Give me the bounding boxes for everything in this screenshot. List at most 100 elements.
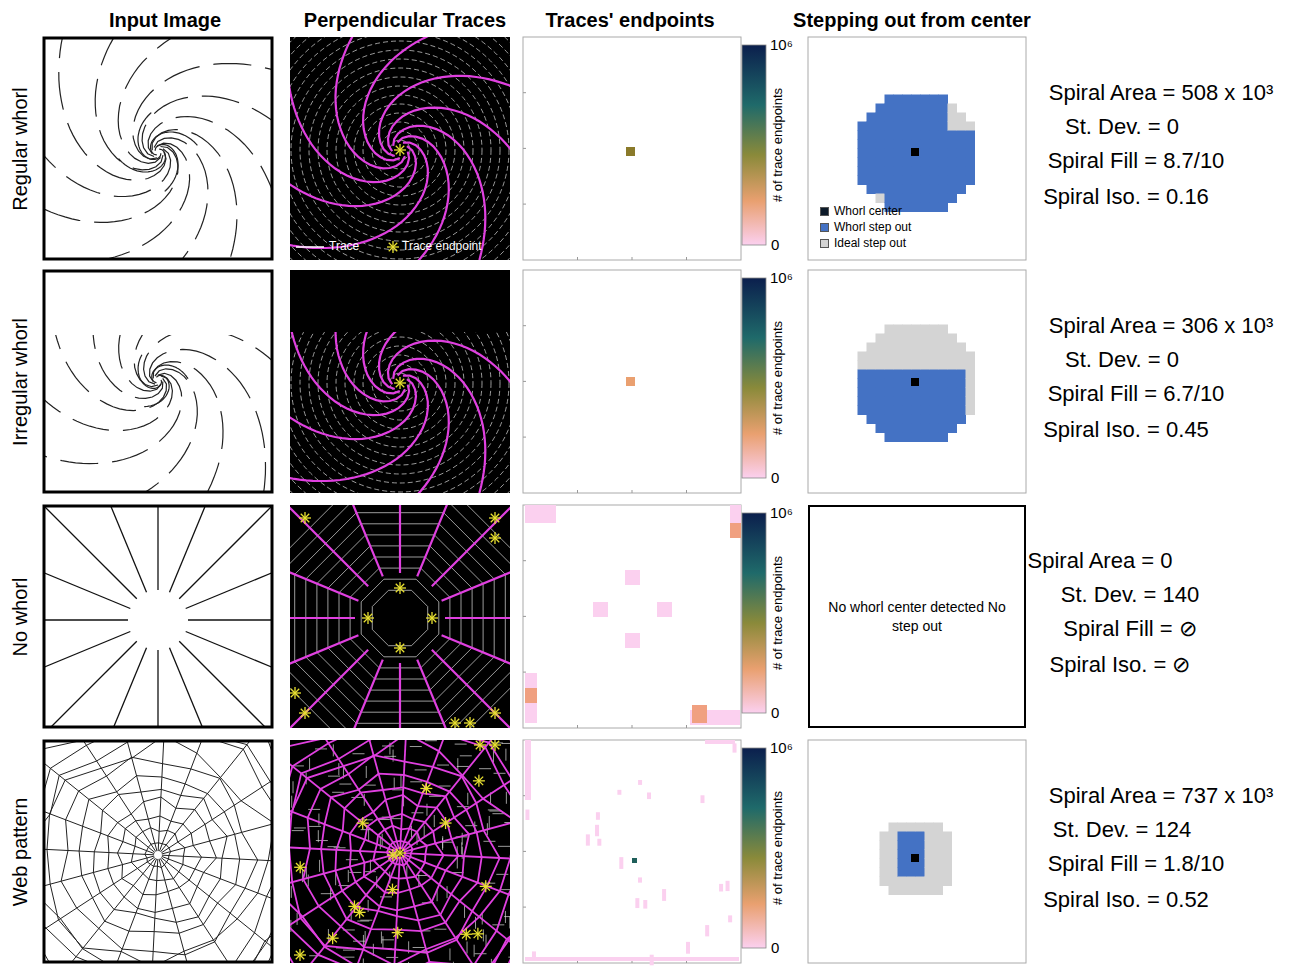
ideal-step-out [903, 343, 913, 353]
input-border [44, 741, 272, 962]
spiral-arm [89, 362, 223, 493]
whorl-step-out [921, 185, 931, 195]
ideal-step-out [912, 325, 922, 335]
metric-value: Spiral Fill = 6.7/10 [1048, 381, 1225, 406]
magenta-line [442, 635, 510, 694]
magenta-line [323, 660, 382, 728]
whorl-step-out [939, 433, 949, 443]
whorl-step-out [867, 176, 877, 186]
whorl-step-out [912, 194, 922, 204]
input-border [44, 38, 272, 259]
ideal-step-out [880, 877, 890, 887]
panel-group [290, 332, 510, 493]
endpoint-cell [597, 839, 601, 846]
whorl-step-out [912, 104, 922, 114]
trace-line [467, 793, 468, 805]
whorl-step-out [898, 832, 908, 842]
magenta-line [399, 505, 401, 573]
metric-value: Spiral Area = 737 x 10³ [1049, 783, 1273, 808]
whorl-step-out [939, 158, 949, 168]
whorl-step-out [885, 388, 895, 398]
trace-line [400, 775, 401, 787]
trace-endpoint-star [396, 379, 404, 387]
trace-line [474, 945, 475, 957]
ideal-step-out [966, 352, 976, 362]
whorl-step-out [867, 406, 877, 416]
web-ring [108, 797, 217, 912]
trace-line [479, 768, 491, 769]
trace-line [342, 957, 354, 958]
magenta-line [432, 505, 510, 586]
trace-line [339, 784, 351, 785]
axis-tick [577, 725, 578, 728]
trace-line [336, 86, 464, 214]
whorl-step-out [948, 388, 958, 398]
whorl-step-out [858, 388, 868, 398]
trace-line [489, 816, 490, 828]
whorl-step-out [930, 433, 940, 443]
stepout-frame [808, 740, 1026, 963]
trace-line [457, 758, 458, 770]
web-radial [159, 859, 208, 963]
trace-endpoint-star [396, 849, 404, 857]
trace-endpoint-star [358, 819, 366, 827]
colorbar-max: 10⁶ [770, 739, 793, 756]
whorl-step-out [939, 113, 949, 123]
trace-endpoint-star [474, 930, 482, 938]
trace-endpoint-star [491, 534, 499, 542]
trace-line [363, 346, 437, 420]
whorl-step-out [921, 158, 931, 168]
ideal-step-out [921, 361, 931, 371]
trace-endpoint-star [476, 741, 484, 749]
trace-line [411, 812, 423, 813]
radial-line [157, 650, 158, 728]
ideal-step-out [867, 343, 877, 353]
ideal-step-out [930, 361, 940, 371]
ideal-step-out [912, 334, 922, 344]
endpoint-cell [662, 889, 666, 901]
whorl-step-out [939, 397, 949, 407]
whorl-step-out [876, 176, 886, 186]
trace-line [457, 766, 469, 767]
ideal-step-out [925, 841, 935, 851]
colorbar-min: 0 [771, 236, 779, 253]
ideal-step-out [876, 343, 886, 353]
whorl-step-out [867, 131, 877, 141]
message-text: No whorl center detected No step out [827, 598, 1007, 634]
whorl-step-out [948, 176, 958, 186]
ideal-step-out [957, 352, 967, 362]
endpoint-cell [525, 688, 537, 703]
trace-line [291, 332, 509, 492]
ideal-step-out [943, 850, 953, 860]
ideal-step-out [939, 343, 949, 353]
whorl-step-out [930, 176, 940, 186]
ideal-step-out [930, 325, 940, 335]
web-radial [159, 740, 225, 851]
whorl-step-out [898, 868, 908, 878]
ideal-step-out [885, 352, 895, 362]
magenta-line [417, 505, 476, 576]
trace-line [455, 744, 467, 745]
ideal-step-out [912, 352, 922, 362]
whorl-step-out [867, 370, 877, 380]
message-box: No whorl center detected No step out [808, 505, 1026, 728]
ideal-step-out [903, 361, 913, 371]
web-ring [387, 841, 413, 866]
whorl-step-out [957, 397, 967, 407]
trace-endpoint-star [441, 819, 449, 827]
whorl-step-out [948, 185, 958, 195]
whorl-step-out [939, 95, 949, 105]
ideal-step-out [916, 823, 926, 833]
metric-value: Spiral Fill = ⊘ [1063, 616, 1197, 641]
ideal-step-out [957, 113, 967, 123]
ideal-step-out [925, 859, 935, 869]
trace-line [290, 37, 510, 260]
whorl-step-out [939, 379, 949, 389]
whorl-step-out [939, 167, 949, 177]
whorl-step-out [858, 158, 868, 168]
endpoint-cell [593, 602, 608, 617]
trace-line [467, 942, 468, 954]
trace-line [290, 332, 510, 493]
trace-line [380, 837, 381, 849]
whorl-step-out [903, 131, 913, 141]
